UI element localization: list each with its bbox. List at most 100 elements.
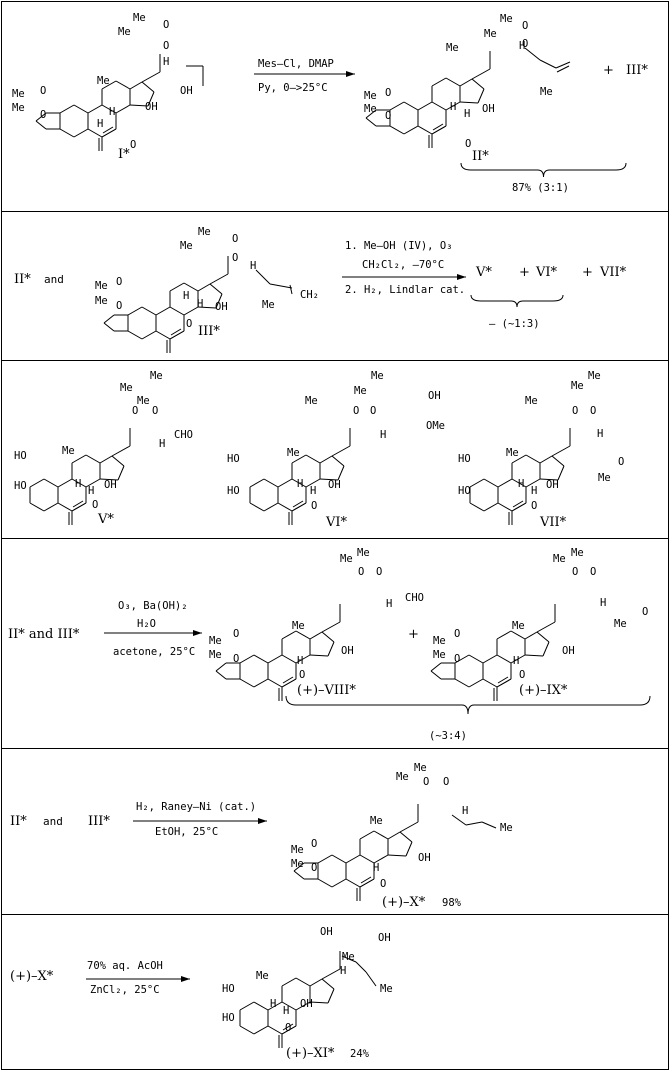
bond xyxy=(155,306,171,316)
bond xyxy=(267,1001,283,1011)
arrowhead xyxy=(193,630,202,636)
bond xyxy=(129,81,143,90)
double-bond xyxy=(102,126,114,134)
atom-label: H xyxy=(600,597,607,609)
bond xyxy=(317,854,333,864)
bond xyxy=(99,455,113,464)
bond xyxy=(359,830,375,840)
bond xyxy=(417,125,433,135)
atom-label: Me xyxy=(342,951,355,963)
bond xyxy=(295,630,311,640)
bond xyxy=(471,78,485,90)
bond xyxy=(115,80,131,90)
bond xyxy=(29,478,45,488)
bond xyxy=(524,654,544,657)
bond xyxy=(209,273,229,285)
bond xyxy=(321,621,341,633)
bond xyxy=(483,478,499,488)
bond xyxy=(281,630,297,640)
product-brace xyxy=(460,162,627,178)
atom-label: O xyxy=(233,653,240,665)
atom-label: CH₂ xyxy=(300,289,319,301)
bond xyxy=(249,502,265,512)
bond xyxy=(469,502,485,512)
bond xyxy=(183,282,199,292)
plus-sign: + xyxy=(603,63,614,78)
bond xyxy=(267,654,283,664)
plus-sign: + xyxy=(519,265,530,280)
bond xyxy=(454,654,470,664)
bond xyxy=(399,831,413,843)
atom-label: O xyxy=(40,109,47,121)
bond xyxy=(524,631,538,640)
reactants-row4: II* and III* xyxy=(8,627,80,642)
double-bond xyxy=(512,500,524,508)
bond xyxy=(291,502,307,512)
reagent-row2-step2: 2. H₂, Lindlar cat. xyxy=(345,284,466,296)
atom-label: Me xyxy=(292,620,305,632)
bond xyxy=(483,502,499,512)
double-bond xyxy=(556,65,570,73)
reactant-II-row5: II* xyxy=(10,814,27,829)
bond xyxy=(59,104,75,114)
compound-label-III-side: III* xyxy=(626,63,648,78)
atom-label: H xyxy=(250,260,257,272)
atom-label: O xyxy=(572,566,579,578)
atom-label: Me xyxy=(370,815,383,827)
atom-label: HO xyxy=(227,485,240,497)
bond xyxy=(43,478,59,488)
bond xyxy=(169,306,185,316)
bond xyxy=(293,870,305,880)
atom-label: O xyxy=(311,838,318,850)
atom-label: OH xyxy=(215,301,228,313)
reagent-row4-above: O₃, Ba(OH)₂ xyxy=(118,600,188,612)
bond xyxy=(373,830,389,840)
bond xyxy=(309,1001,329,1004)
bond xyxy=(309,654,329,657)
atom-label: Me xyxy=(133,12,146,24)
bond xyxy=(295,977,311,987)
bond xyxy=(101,128,117,138)
atom-label: OH xyxy=(546,479,559,491)
atom-label: Me xyxy=(414,762,427,774)
atom-label: H xyxy=(163,56,170,68)
bond xyxy=(267,678,283,688)
bond xyxy=(365,971,377,987)
bond xyxy=(445,77,461,87)
atom-label: Me xyxy=(305,395,318,407)
bond xyxy=(481,821,497,829)
double-bond xyxy=(72,500,84,508)
bond xyxy=(277,478,293,488)
atom-label: Me xyxy=(97,75,110,87)
atom-label: O xyxy=(130,139,137,151)
bond xyxy=(101,80,117,90)
atom-label: O xyxy=(152,405,159,417)
row-divider-1 xyxy=(1,211,669,212)
bond xyxy=(253,678,269,688)
plus-sign: + xyxy=(582,265,593,280)
atom-label: Me xyxy=(364,90,377,102)
reagent-row4-above2: H₂O xyxy=(137,618,156,630)
atom-label: OH xyxy=(341,645,354,657)
atom-label: O xyxy=(311,862,318,874)
atom-label: OH xyxy=(300,998,313,1010)
atom-label: OH xyxy=(145,101,158,113)
row-divider-5 xyxy=(1,914,669,915)
bond xyxy=(403,125,419,135)
atom-label: Me xyxy=(484,28,497,40)
atom-label: Me xyxy=(446,42,459,54)
atom-label: HO xyxy=(227,453,240,465)
atom-label: Me xyxy=(598,472,611,484)
bond xyxy=(85,454,101,464)
bond xyxy=(510,630,526,640)
atom-label: Me xyxy=(120,382,133,394)
bond xyxy=(141,330,157,340)
double-bond xyxy=(289,284,293,295)
reagent-row6-above: 70% aq. AcOH xyxy=(87,960,163,972)
atom-label: Me xyxy=(287,447,300,459)
compound-label-XI: (+)–XI* xyxy=(286,1046,335,1061)
atom-label: O xyxy=(353,405,360,417)
bond xyxy=(451,814,467,826)
bond xyxy=(445,101,461,111)
